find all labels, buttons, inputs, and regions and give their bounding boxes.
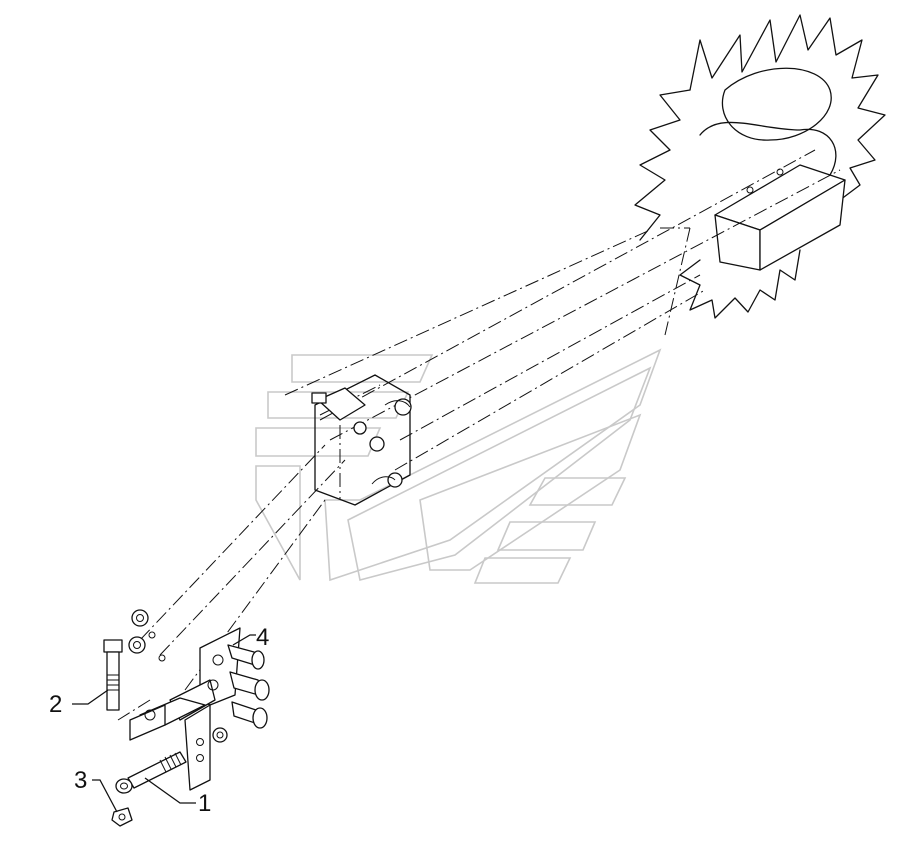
long-bolt-part-2 — [103, 639, 123, 711]
svg-text:1: 1 — [198, 790, 211, 817]
threaded-bolt-part-1 — [127, 751, 187, 789]
frame-tube-outline — [117, 149, 841, 721]
callout-2: 2 — [49, 689, 109, 718]
washer-nut-part-3 — [111, 778, 133, 827]
svg-text:3: 3 — [74, 767, 87, 794]
hex-nuts — [128, 609, 228, 743]
callout-3: 3 — [74, 767, 118, 813]
watermark-logo — [255, 348, 662, 584]
svg-text:4: 4 — [256, 624, 269, 651]
callout-1: 1 — [144, 777, 211, 817]
callout-4: 4 — [232, 624, 269, 651]
svg-text:2: 2 — [49, 691, 62, 718]
mounting-bracket-part-4 — [129, 627, 241, 791]
center-clamp-bracket — [311, 374, 412, 506]
drive-housing — [714, 164, 846, 271]
side-bolts — [227, 644, 270, 729]
sprocket-wheel — [634, 14, 886, 319]
